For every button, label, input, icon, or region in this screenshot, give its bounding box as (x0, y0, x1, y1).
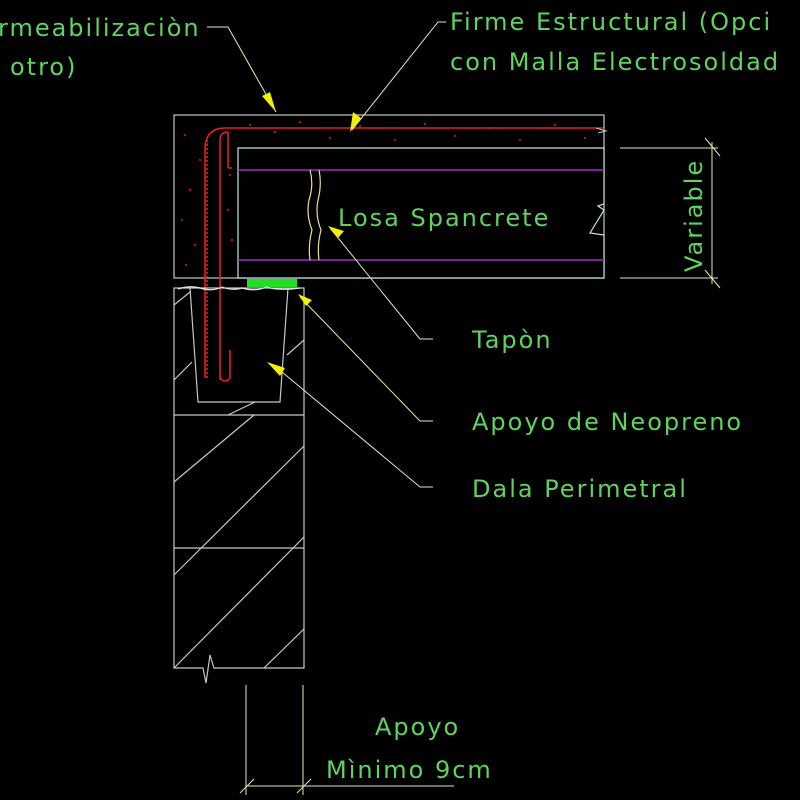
label-apoyo-neopreno: Apoyo de Neopreno (472, 408, 743, 436)
label-apoyo-minimo: Mìnimo 9cm (326, 756, 493, 784)
label-firme-2: con Malla Electrosoldad (450, 48, 780, 76)
rebar (204, 127, 604, 382)
label-impermeabilizacion-1: rmeabilizaciòn (0, 14, 201, 42)
neoprene-pad (247, 279, 297, 287)
label-tapon: Tapòn (471, 326, 553, 354)
arrowheads (262, 92, 361, 376)
label-apoyo: Apoyo (375, 713, 460, 741)
label-impermeabilizacion-2: otro) (10, 53, 77, 81)
apoyo-dimension (239, 685, 454, 795)
label-dala-perimetral: Dala Perimetral (472, 475, 688, 503)
spancrete-slab (237, 115, 608, 279)
block-wall (173, 414, 305, 684)
label-variable: Variable (680, 159, 708, 272)
label-losa-spancrete: Losa Spancrete (338, 204, 550, 232)
label-firme-1: Firme Estructural (Opci (450, 8, 772, 36)
leaders (207, 21, 446, 488)
dala-perimetral (173, 286, 305, 416)
variable-dimension (620, 137, 721, 289)
